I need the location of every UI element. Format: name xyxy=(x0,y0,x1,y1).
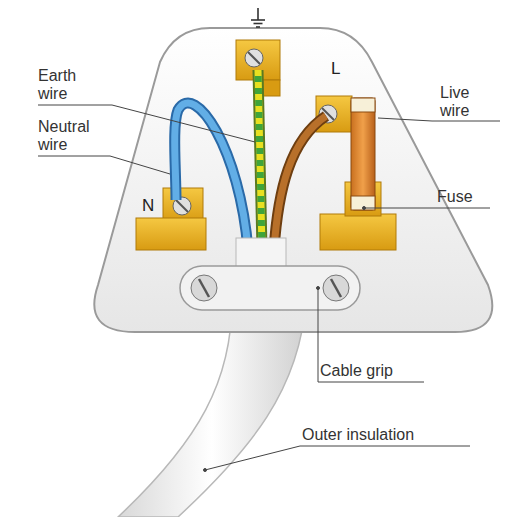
part-label: Outer insulation xyxy=(302,426,482,444)
earth-wire-core xyxy=(258,70,262,250)
live-wire-core xyxy=(274,116,326,250)
neutral-wire-core xyxy=(175,103,248,250)
part-label: Neutral wire xyxy=(38,118,104,154)
part-label: Live wire xyxy=(440,84,498,120)
earth-symbol xyxy=(251,8,265,27)
live-wire xyxy=(274,116,326,250)
terminal-letter: N xyxy=(142,197,166,215)
part-label: Fuse xyxy=(437,188,497,206)
cable-sheath xyxy=(236,238,286,268)
part-label: Earth wire xyxy=(38,67,102,103)
neutral-wire xyxy=(175,103,248,250)
terminal-letter: L xyxy=(331,60,355,78)
part-label: Cable grip xyxy=(320,362,430,380)
plug-body xyxy=(94,28,492,332)
cable-grip xyxy=(180,266,360,310)
earth-wire xyxy=(258,70,262,250)
leader-lines xyxy=(38,105,500,472)
earth-wire-stripes xyxy=(258,70,262,250)
